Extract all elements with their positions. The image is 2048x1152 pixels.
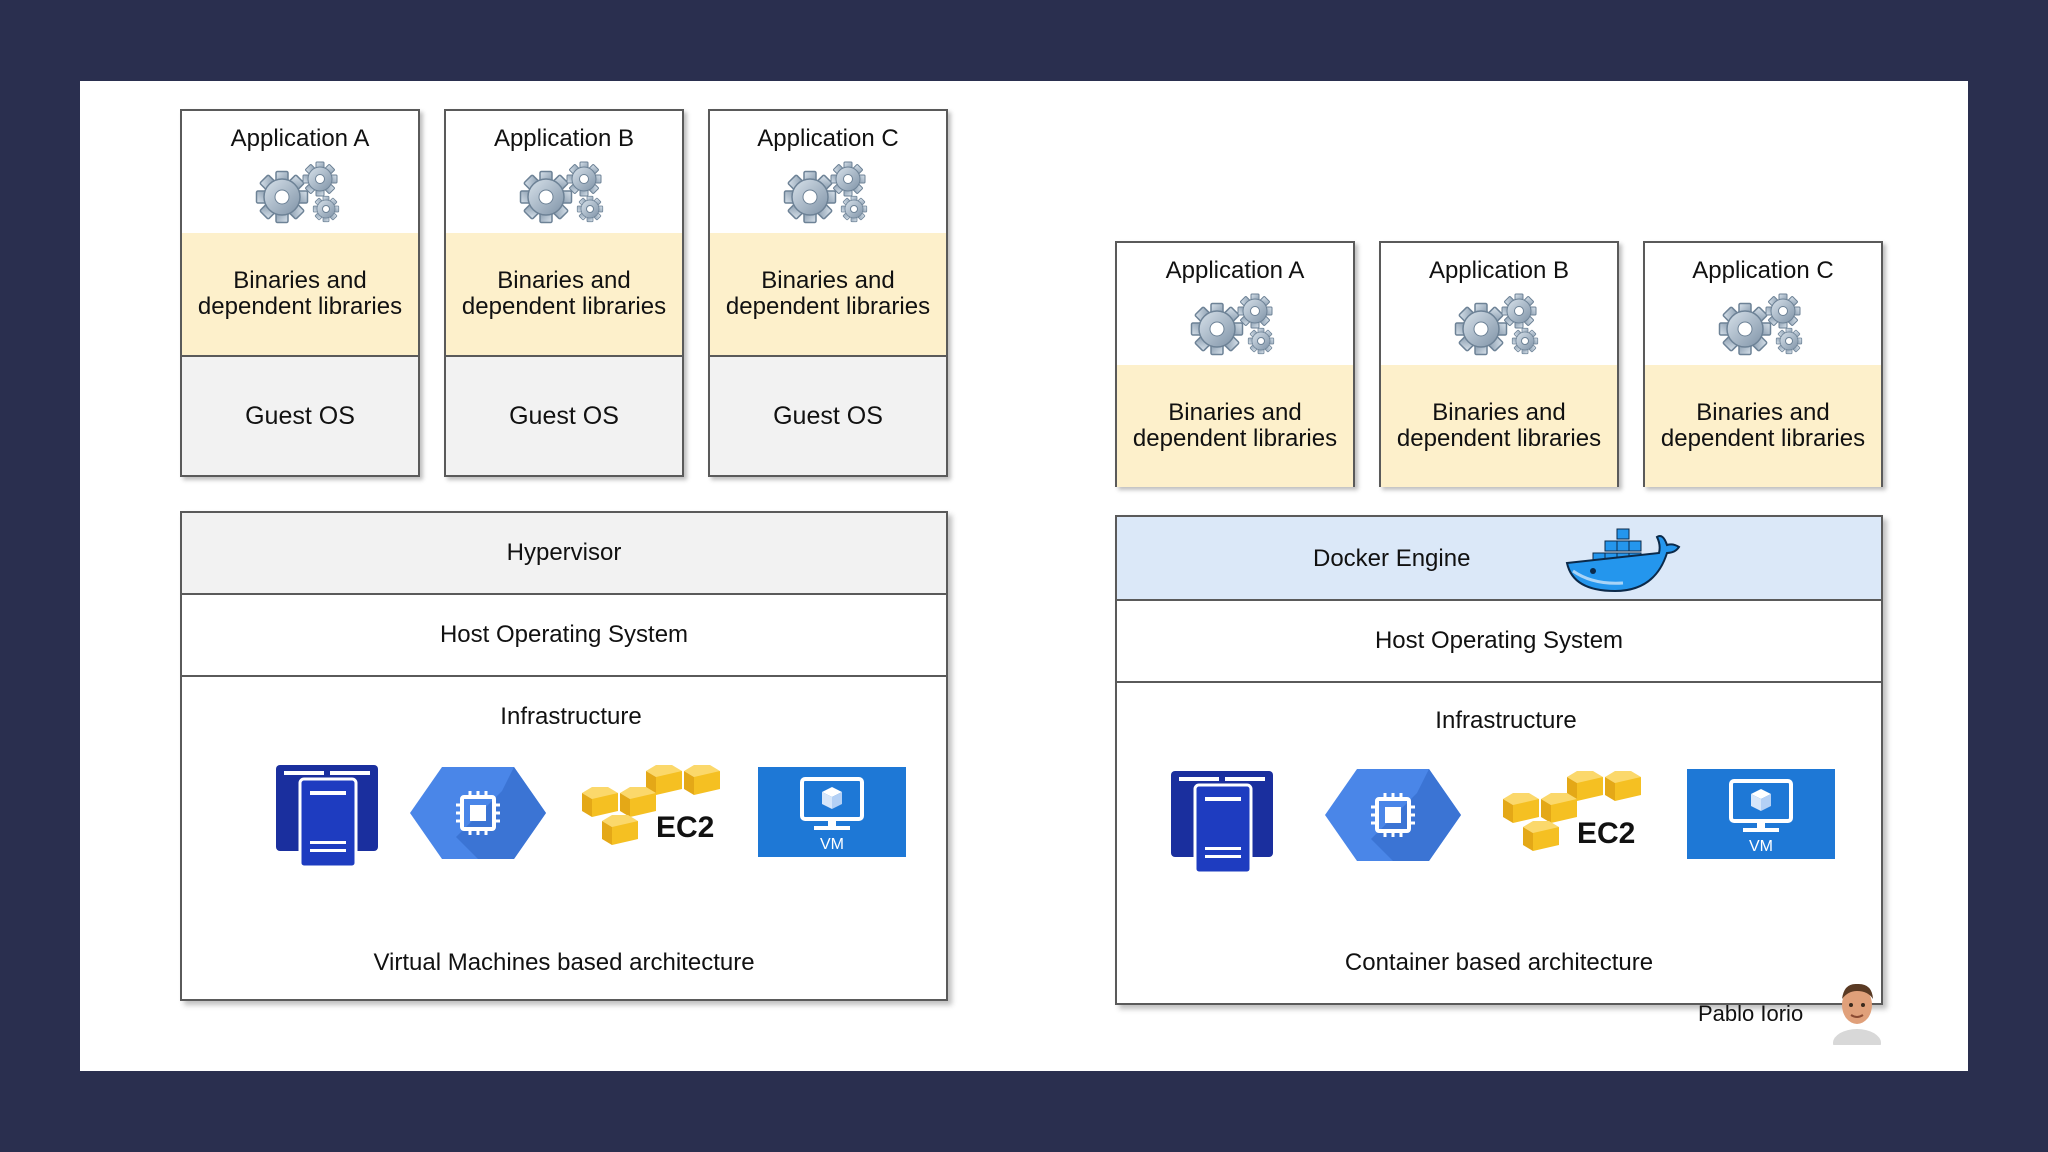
infrastructure-layer: Infrastructure EC2 VM xyxy=(1117,683,1881,1003)
vm-app-column-c: Application C Binaries and dependent lib… xyxy=(708,109,948,477)
server-icon xyxy=(274,763,380,869)
vm-base-stack: Hypervisor Host Operating System Infrast… xyxy=(180,511,948,1001)
gears-icon xyxy=(1447,283,1557,363)
author-avatar xyxy=(1833,983,1881,1045)
binaries-layer: Binaries and dependent libraries xyxy=(182,233,418,357)
author-name: Pablo Iorio xyxy=(1698,1001,1804,1026)
ec2-label: EC2 xyxy=(1577,817,1635,850)
host-os-layer: Host Operating System xyxy=(182,595,946,677)
aws-ec2-icon: EC2 xyxy=(1501,769,1661,859)
aws-ec2-icon: EC2 xyxy=(580,763,740,853)
gears-icon xyxy=(1183,283,1293,363)
server-icon xyxy=(1169,769,1275,875)
infrastructure-layer: Infrastructure EC2 VM xyxy=(182,677,946,999)
vm-architecture-caption: Virtual Machines based architecture xyxy=(373,949,755,976)
gears-icon xyxy=(512,151,622,231)
app-title: Application C xyxy=(1692,257,1834,284)
compute-engine-icon xyxy=(408,765,548,861)
infrastructure-label: Infrastructure xyxy=(1435,707,1577,734)
docker-engine-layer: Docker Engine xyxy=(1117,517,1881,601)
docker-whale-icon xyxy=(1565,527,1681,593)
gears-icon xyxy=(248,151,358,231)
container-architecture-caption: Container based architecture xyxy=(1344,949,1654,976)
diagram-canvas: Application A Binaries and dependent lib… xyxy=(80,81,1968,1071)
host-os-layer: Host Operating System xyxy=(1117,601,1881,683)
binaries-layer: Binaries and dependent libraries xyxy=(446,233,682,357)
vm-label: VM xyxy=(820,836,844,853)
binaries-layer: Binaries and dependent libraries xyxy=(1381,365,1617,487)
virtual-machine-icon: VM xyxy=(1687,769,1835,859)
hypervisor-layer: Hypervisor xyxy=(182,513,946,595)
guest-os-layer: Guest OS xyxy=(182,357,418,475)
gears-icon xyxy=(776,151,886,231)
compute-engine-icon xyxy=(1323,767,1463,863)
guest-os-layer: Guest OS xyxy=(710,357,946,475)
virtual-machine-icon: VM xyxy=(758,767,906,857)
container-app-column-c: Application C Binaries and dependent lib… xyxy=(1643,241,1883,487)
binaries-layer: Binaries and dependent libraries xyxy=(1645,365,1881,487)
app-title: Application B xyxy=(493,125,635,152)
app-title: Application C xyxy=(757,125,899,152)
gears-icon xyxy=(1711,283,1821,363)
container-base-stack: Docker Engine Host Operating System Infr… xyxy=(1115,515,1883,1005)
vm-app-column-a: Application A Binaries and dependent lib… xyxy=(180,109,420,477)
infrastructure-label: Infrastructure xyxy=(500,703,642,730)
container-app-column-a: Application A Binaries and dependent lib… xyxy=(1115,241,1355,487)
binaries-layer: Binaries and dependent libraries xyxy=(1117,365,1353,487)
app-title: Application A xyxy=(1165,257,1305,284)
vm-app-column-b: Application B Binaries and dependent lib… xyxy=(444,109,684,477)
vm-label: VM xyxy=(1749,838,1773,855)
app-title: Application B xyxy=(1428,257,1570,284)
ec2-label: EC2 xyxy=(656,811,714,844)
app-title: Application A xyxy=(230,125,370,152)
binaries-layer: Binaries and dependent libraries xyxy=(710,233,946,357)
container-app-column-b: Application B Binaries and dependent lib… xyxy=(1379,241,1619,487)
guest-os-layer: Guest OS xyxy=(446,357,682,475)
